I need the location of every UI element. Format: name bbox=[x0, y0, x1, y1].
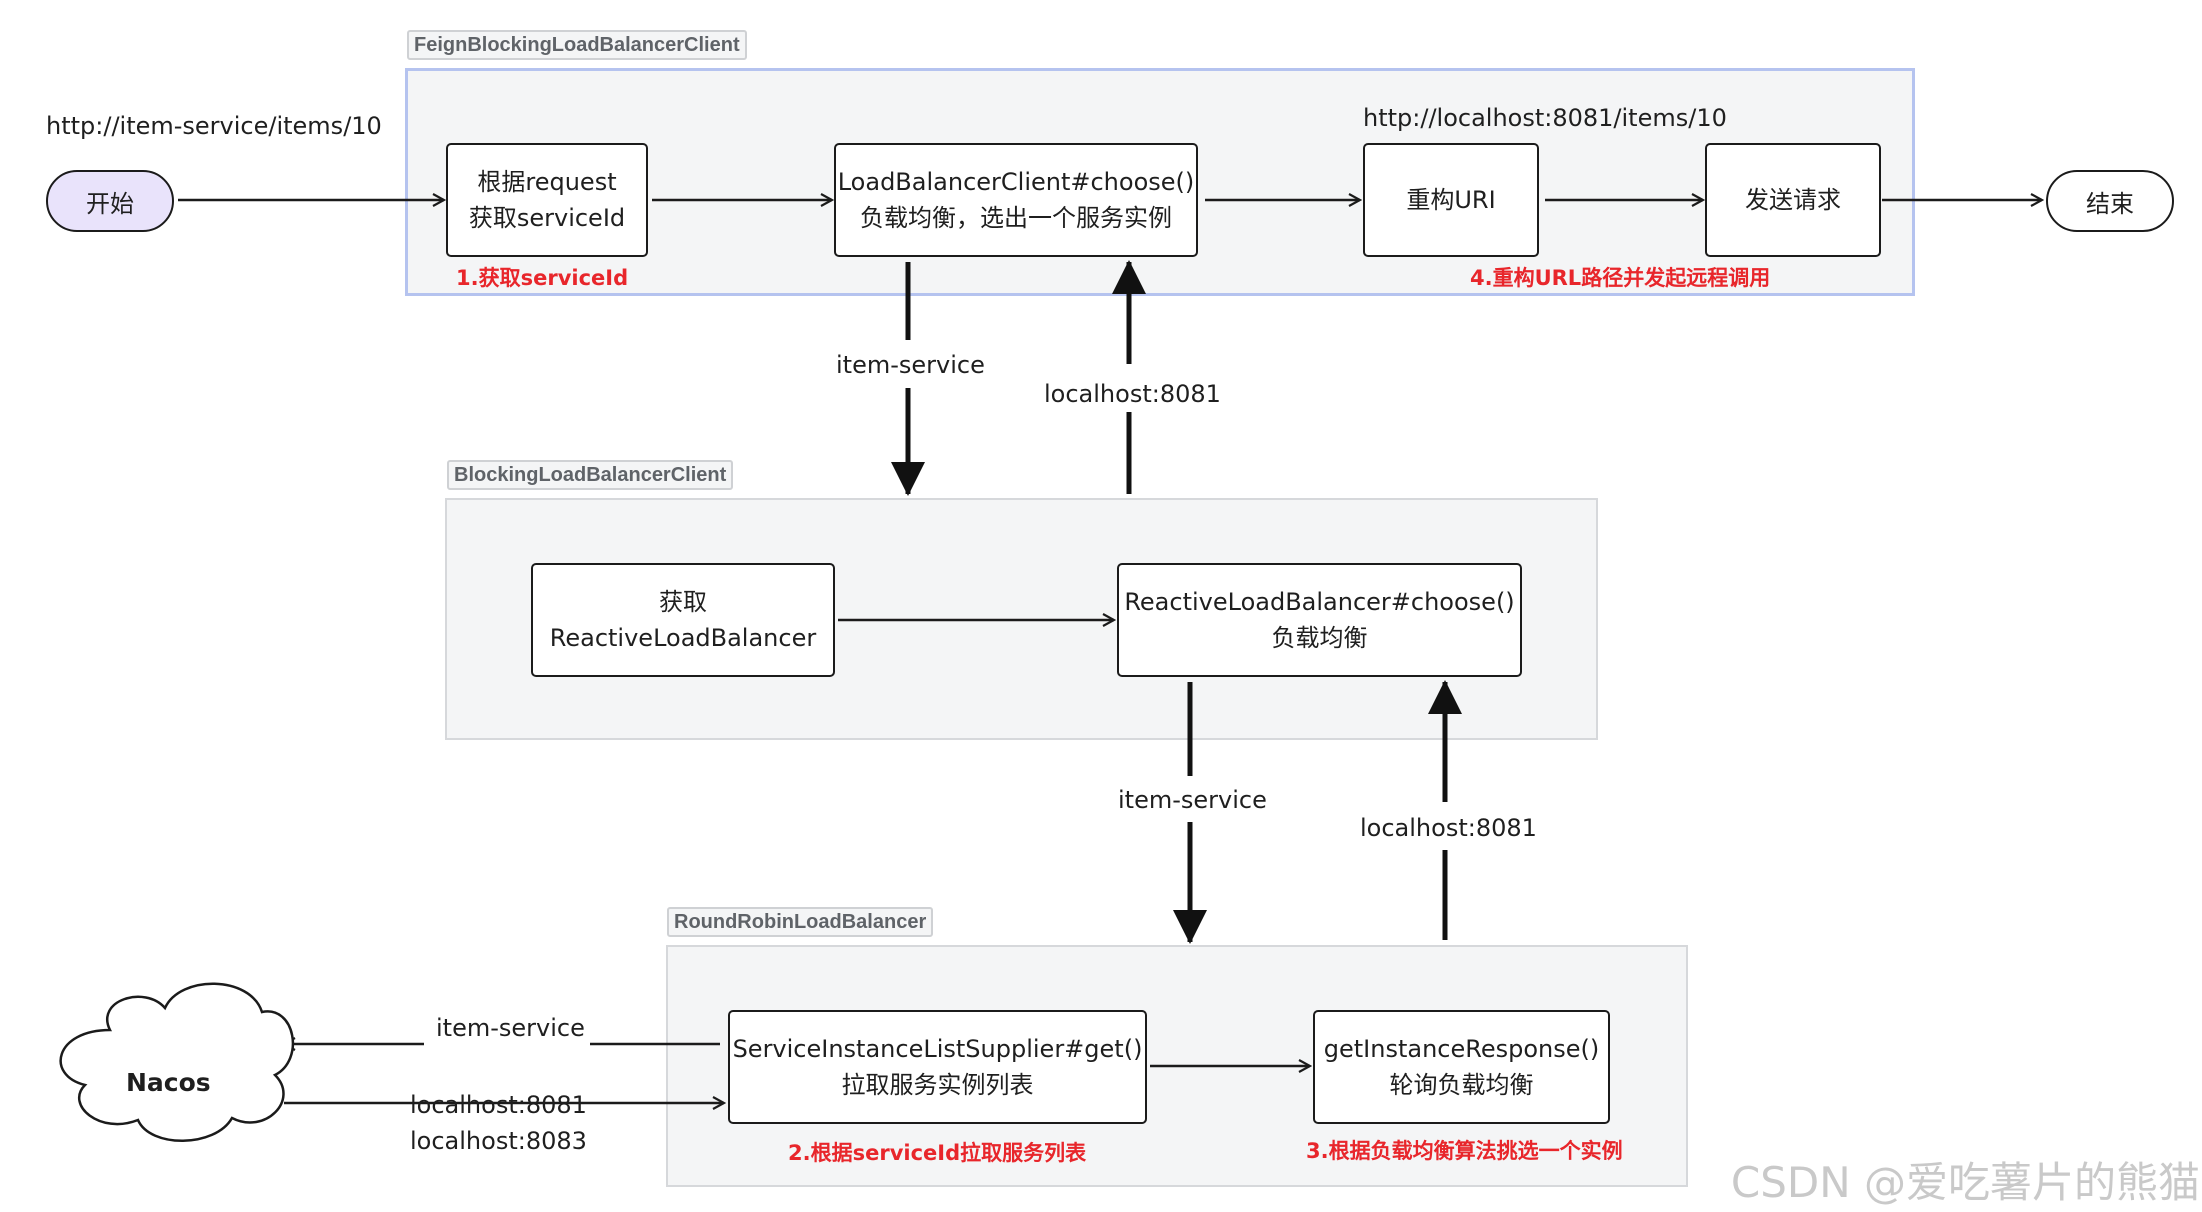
lb-choose-line2: 负载均衡，选出一个服务实例 bbox=[860, 204, 1172, 232]
step4-note: 4.重构URL路径并发起远程调用 bbox=[1470, 266, 1771, 290]
blocking-client-group-title: BlockingLoadBalancerClient bbox=[447, 460, 734, 490]
start-terminal[interactable]: 开始 bbox=[46, 170, 174, 232]
rebuild-uri-node[interactable]: 重构URI bbox=[1363, 143, 1539, 257]
up-host-label-1: localhost:8081 bbox=[1040, 379, 1225, 409]
get-reactive-lb-node[interactable]: 获取 ReactiveLoadBalancer bbox=[531, 563, 835, 677]
nacos-request-label: item-service bbox=[436, 1014, 585, 1042]
reactive-choose-line1: ReactiveLoadBalancer#choose() bbox=[1124, 588, 1515, 616]
reactive-choose-line2: 负载均衡 bbox=[1271, 624, 1368, 652]
up-host-label-2: localhost:8081 bbox=[1356, 813, 1541, 843]
get-service-id-line1: 根据request bbox=[477, 168, 617, 196]
feign-client-group-title: FeignBlockingLoadBalancerClient bbox=[407, 30, 747, 60]
csdn-watermark: CSDN @爱吃薯片的熊猫 bbox=[1730, 1158, 2200, 1207]
send-request-node[interactable]: 发送请求 bbox=[1705, 143, 1881, 257]
lb-choose-node[interactable]: LoadBalancerClient#choose() 负载均衡，选出一个服务实… bbox=[834, 143, 1198, 257]
get-service-id-line2: 获取serviceId bbox=[468, 204, 626, 232]
step3-note: 3.根据负载均衡算法挑选一个实例 bbox=[1306, 1139, 1623, 1163]
get-reactive-lb-line1: 获取 bbox=[659, 588, 707, 616]
output-url-label: http://localhost:8081/items/10 bbox=[1363, 104, 1727, 132]
get-reactive-lb-line2: ReactiveLoadBalancer bbox=[549, 624, 817, 652]
supplier-get-line1: ServiceInstanceListSupplier#get() bbox=[732, 1035, 1143, 1063]
nacos-label: Nacos bbox=[126, 1068, 211, 1097]
step1-note: 1.获取serviceId bbox=[456, 266, 629, 290]
get-instance-response-node[interactable]: getInstanceResponse() 轮询负载均衡 bbox=[1313, 1010, 1610, 1124]
nacos-response-label-2: localhost:8083 bbox=[410, 1127, 587, 1155]
down-service-label-2: item-service bbox=[1114, 785, 1271, 815]
end-terminal[interactable]: 结束 bbox=[2046, 170, 2174, 232]
get-instance-response-line2: 轮询负载均衡 bbox=[1389, 1071, 1534, 1099]
nacos-cloud-icon bbox=[59, 982, 295, 1142]
supplier-get-node[interactable]: ServiceInstanceListSupplier#get() 拉取服务实例… bbox=[728, 1010, 1147, 1124]
down-service-label-1: item-service bbox=[832, 350, 989, 380]
step2-note: 2.根据serviceId拉取服务列表 bbox=[788, 1141, 1087, 1165]
input-url-label: http://item-service/items/10 bbox=[46, 112, 382, 140]
roundrobin-group-title: RoundRobinLoadBalancer bbox=[667, 907, 934, 937]
reactive-choose-node[interactable]: ReactiveLoadBalancer#choose() 负载均衡 bbox=[1117, 563, 1522, 677]
lb-choose-line1: LoadBalancerClient#choose() bbox=[837, 168, 1195, 196]
get-instance-response-line1: getInstanceResponse() bbox=[1323, 1035, 1600, 1063]
get-service-id-node[interactable]: 根据request 获取serviceId bbox=[446, 143, 648, 257]
nacos-response-label-1: localhost:8081 bbox=[410, 1091, 587, 1119]
supplier-get-line2: 拉取服务实例列表 bbox=[841, 1071, 1034, 1099]
